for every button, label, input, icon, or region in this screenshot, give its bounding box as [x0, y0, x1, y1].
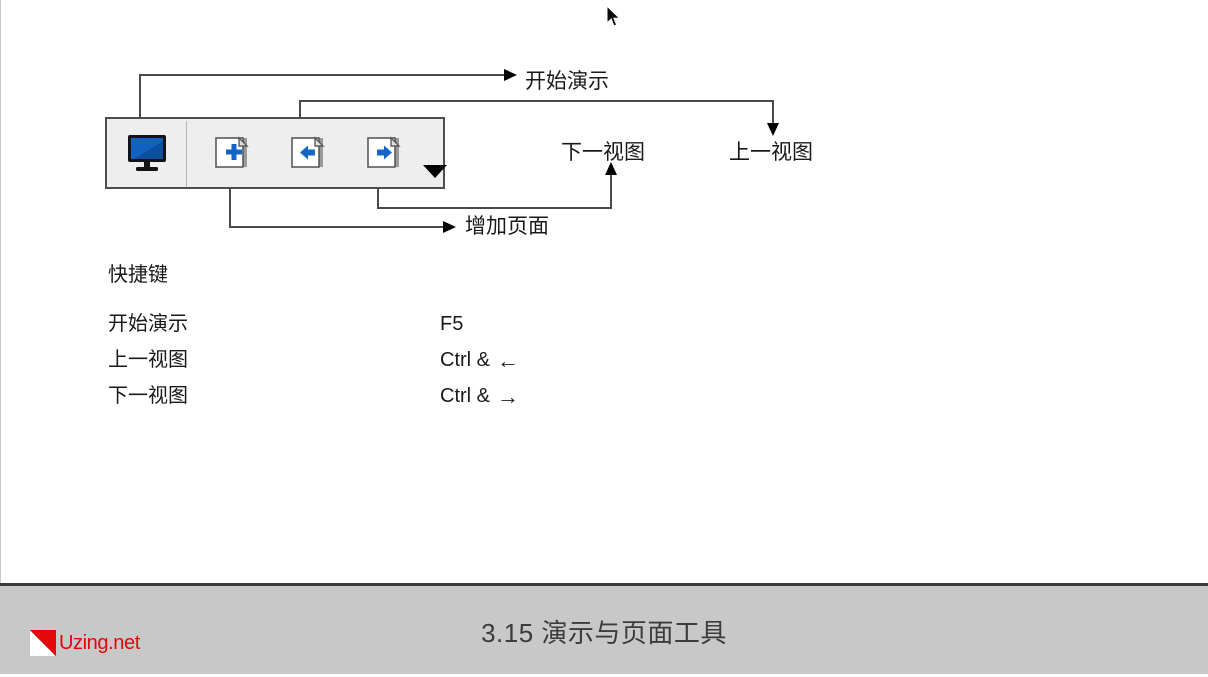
connector-previous-view-vertical-start [299, 100, 301, 119]
shortcut-key-right-arrow-icon: → [497, 384, 519, 409]
connector-previous-view-horizontal [299, 100, 774, 102]
connector-next-view-vertical-start [377, 189, 379, 209]
connector-next-view-arrowhead-icon [605, 162, 617, 175]
connector-next-view-horizontal [377, 207, 612, 209]
shortcut-key-value: Ctrl & ← [440, 348, 519, 373]
connector-previous-view-arrowhead-icon [767, 123, 779, 136]
page-previous-icon [291, 136, 325, 168]
connector-start-presentation-vertical [139, 74, 141, 119]
shortcut-key-text: F5 [440, 313, 464, 335]
shortcut-row: 下一视图 Ctrl & → [108, 378, 628, 414]
shortcut-key-section: 快捷键 开始演示 F5 上一视图 Ctrl & ← 下一视图 Ctrl & → [108, 265, 628, 414]
callout-add-page: 增加页面 [465, 215, 549, 238]
mouse-cursor-icon [606, 5, 621, 27]
toolbar-divider [186, 121, 187, 187]
shortcut-key-left-arrow-icon: ← [497, 348, 519, 373]
shortcut-action-label: 下一视图 [108, 385, 188, 407]
footer-title: 3.15 演示与页面工具 [481, 618, 727, 648]
toolbar-button-next-view[interactable] [357, 119, 413, 187]
shortcut-row: 上一视图 Ctrl & ← [108, 342, 628, 378]
shortcut-row: 开始演示 F5 [108, 306, 628, 342]
connector-start-presentation-arrowhead-icon [504, 69, 517, 81]
uzing-logo-mark-icon [30, 630, 56, 656]
page-next-icon [367, 136, 401, 168]
monitor-icon [127, 135, 166, 171]
callout-start-presentation: 开始演示 [525, 70, 609, 93]
toolbar-button-previous-view[interactable] [281, 119, 337, 187]
callout-previous-view: 上一视图 [729, 141, 813, 164]
shortcut-key-value: F5 [440, 314, 470, 334]
connector-add-page-vertical [229, 189, 231, 228]
shortcut-key-value: Ctrl & → [440, 384, 519, 409]
toolbar-overflow-chevron-down-icon[interactable] [423, 165, 447, 178]
shortcut-key-text: Ctrl & [440, 385, 490, 407]
connector-previous-view-vertical-end [772, 100, 774, 125]
shortcut-heading: 快捷键 [108, 264, 168, 286]
shortcut-action-label: 开始演示 [108, 313, 188, 335]
shortcut-action-label: 上一视图 [108, 349, 188, 371]
footer-logo: Uzing.net [30, 630, 140, 656]
shortcut-key-text: Ctrl & [440, 349, 490, 371]
footer-logo-text: Uzing.net [59, 632, 140, 654]
connector-add-page-arrowhead-icon [443, 221, 456, 233]
toolbar-button-start-presentation[interactable] [107, 119, 186, 187]
toolbar-button-add-page[interactable] [205, 119, 261, 187]
connector-next-view-vertical-end [610, 173, 612, 209]
callout-next-view: 下一视图 [561, 141, 645, 164]
connector-start-presentation-horizontal [139, 74, 506, 76]
slide-footer: 3.15 演示与页面工具 Uzing.net [0, 583, 1208, 674]
connector-add-page-horizontal [229, 226, 445, 228]
slide-left-border [0, 0, 1, 583]
page-add-icon [215, 136, 249, 168]
presentation-toolbar [105, 117, 447, 189]
